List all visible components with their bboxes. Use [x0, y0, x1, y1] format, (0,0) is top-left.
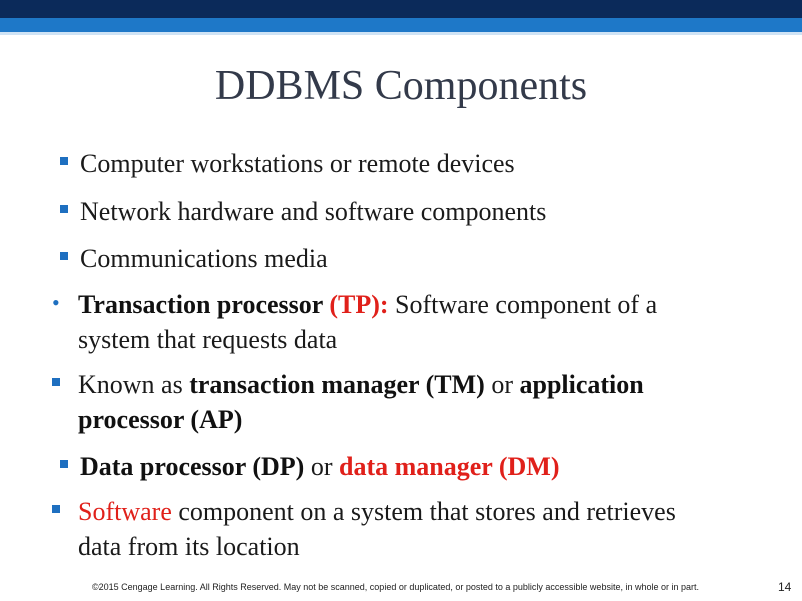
term: Transaction processor — [78, 290, 330, 319]
square-bullet-icon — [60, 205, 68, 213]
square-bullet-icon — [52, 505, 60, 513]
bullet-line-1: Known as transaction manager (TM) or app… — [78, 367, 644, 402]
bullet-line-2: data from its location — [78, 532, 300, 561]
bullet-line-2: processor (AP) — [78, 405, 243, 434]
term-abbrev: (TP): — [329, 290, 389, 319]
bullet-line-1: Software component on a system that stor… — [78, 494, 676, 529]
term: transaction manager (TM) — [189, 370, 485, 399]
bullet-item: • Transaction processor (TP): Software c… — [52, 287, 657, 357]
text-segment: or — [484, 370, 520, 399]
bullet-item: Communications media — [60, 241, 328, 276]
header-band-blue — [0, 18, 802, 32]
bullet-line-2: system that requests data — [78, 325, 338, 354]
bullet-text: Communications media — [80, 244, 328, 273]
term: application — [519, 370, 644, 399]
square-bullet-icon — [52, 378, 60, 386]
text-segment: component on a system that stores and re… — [171, 497, 676, 526]
copyright-footer: ©2015 Cengage Learning. All Rights Reser… — [92, 582, 699, 592]
bullet-item: Data processor (DP) or data manager (DM) — [60, 449, 560, 484]
term-red: data manager (DM) — [339, 452, 560, 481]
text-segment-red: Software — [78, 497, 172, 526]
bullet-line-1: Transaction processor (TP): Software com… — [78, 287, 657, 322]
text-segment: or — [304, 452, 339, 481]
round-bullet-icon: • — [52, 290, 60, 315]
square-bullet-icon — [60, 157, 68, 165]
header-band-dark — [0, 0, 802, 18]
bullet-text: Computer workstations or remote devices — [80, 149, 515, 178]
slide-title: DDBMS Components — [214, 63, 588, 109]
bullet-item: Network hardware and software components — [60, 194, 547, 229]
square-bullet-icon — [60, 460, 68, 468]
bullet-item: Known as transaction manager (TM) or app… — [52, 367, 644, 437]
page-number: 14 — [778, 580, 792, 594]
bullet-item: Software component on a system that stor… — [52, 494, 676, 564]
header-band-light — [0, 32, 802, 35]
term: Data processor (DP) — [80, 452, 305, 481]
bullet-text: Network hardware and software components — [80, 197, 547, 226]
square-bullet-icon — [60, 252, 68, 260]
bullet-item: Computer workstations or remote devices — [60, 146, 515, 181]
definition: Software component of a — [388, 290, 658, 319]
text-segment: Known as — [78, 370, 190, 399]
